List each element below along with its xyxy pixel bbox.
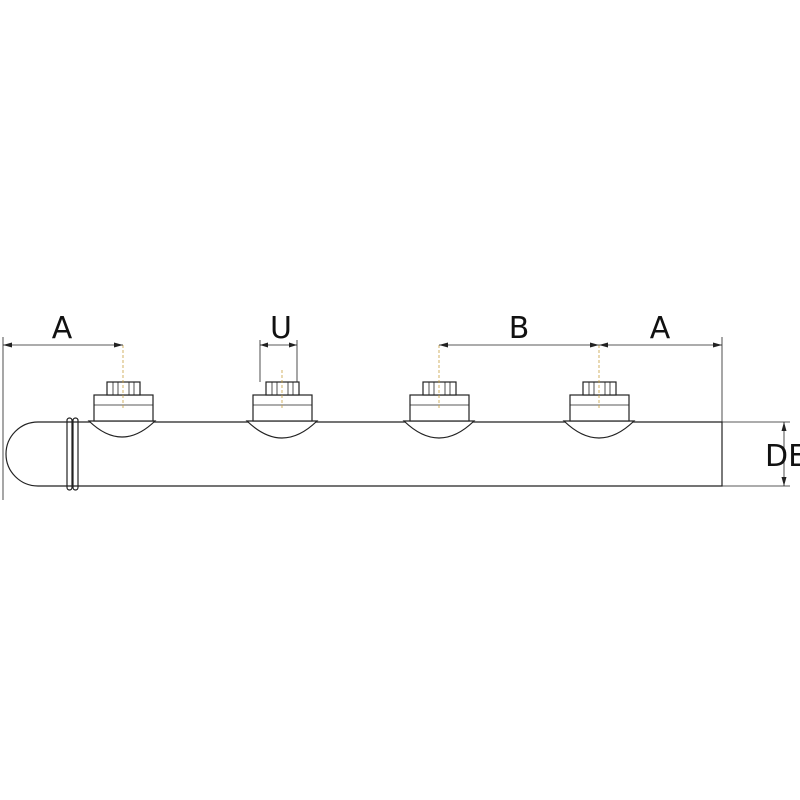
dimension-a-right: A	[599, 311, 722, 348]
outlet-2	[245, 370, 319, 439]
dimension-label-u: U	[270, 311, 292, 346]
dimension-de: DE	[765, 422, 800, 486]
dimension-label-a-left: A	[52, 311, 73, 346]
outlet-3	[402, 345, 476, 439]
dimension-label-de: DE	[765, 439, 800, 474]
manifold-pipe	[5, 417, 723, 491]
dimension-label-b: B	[509, 311, 530, 346]
dimension-u: U	[260, 311, 297, 348]
dimension-label-a-right: A	[650, 311, 671, 346]
outlet-1	[87, 345, 157, 438]
dimension-a-left: A	[3, 311, 123, 348]
pipe-socket-rings	[66, 417, 79, 491]
outlet-4	[562, 345, 636, 439]
extension-lines	[2, 337, 790, 500]
dimension-b: B	[439, 311, 599, 348]
